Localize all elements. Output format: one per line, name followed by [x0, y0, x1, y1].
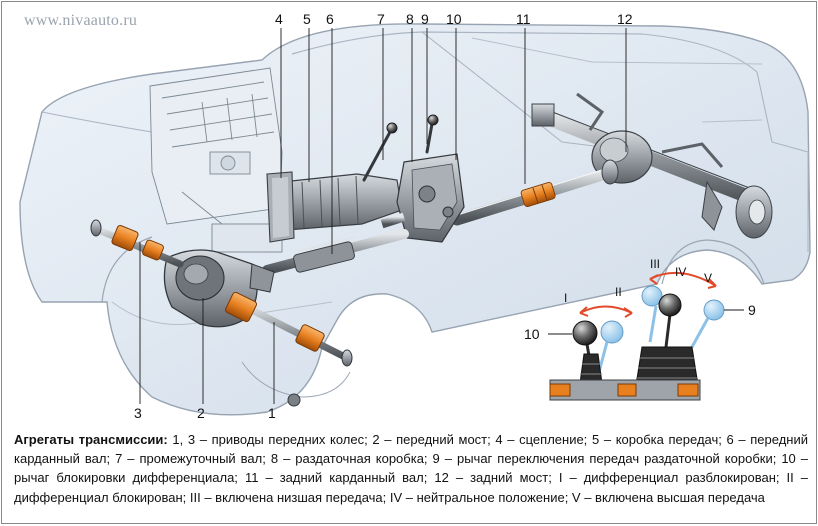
callout-1: 1	[268, 405, 276, 421]
engine-outline	[149, 67, 283, 253]
site-watermark: www.nivaauto.ru	[24, 12, 138, 29]
callout-11: 11	[516, 11, 531, 27]
callout-5: 5	[303, 11, 311, 27]
lever10-knob	[572, 320, 598, 346]
lever-position-inset	[548, 271, 744, 401]
inset-label-IV: IV	[675, 265, 687, 279]
lever9-knob	[658, 293, 682, 317]
callout-12: 12	[617, 11, 633, 27]
rear-propeller-shaft	[451, 159, 619, 226]
callout-6: 6	[326, 11, 334, 27]
figure-caption: Агрегаты трансмиссии: 1, 3 – приводы пер…	[14, 430, 808, 507]
front-right-drive	[225, 291, 353, 367]
lever10-ghost-knob	[600, 320, 624, 344]
inset-label-lever-9: 9	[748, 302, 756, 318]
caption-body: 1, 3 – приводы передних колес; 2 – перед…	[14, 432, 808, 505]
callout-8: 8	[406, 11, 414, 27]
rear-axle	[530, 92, 773, 239]
inset-label-V: V	[704, 271, 713, 285]
gearbox	[266, 171, 403, 243]
inset-label-I: I	[564, 291, 568, 305]
lever9-ghost-knob-low	[641, 285, 663, 307]
arc-arrow-I-II	[579, 305, 633, 314]
callout-10: 10	[446, 11, 462, 27]
inset-label-lever-10: 10	[524, 326, 540, 342]
leader-lines	[139, 28, 627, 404]
front-propeller-shaft	[262, 229, 409, 275]
steering-part	[287, 393, 301, 407]
rear-hub	[701, 180, 773, 239]
callout-7: 7	[377, 11, 385, 27]
callout-9: 9	[421, 11, 429, 27]
caption-title: Агрегаты трансмиссии:	[14, 432, 168, 447]
lever9-ghost-knob-high	[703, 299, 725, 321]
callout-4: 4	[275, 11, 283, 27]
transfer-case	[380, 153, 465, 243]
callout-2: 2	[197, 405, 205, 421]
gear-levers	[362, 114, 439, 182]
front-left-drive	[90, 219, 184, 268]
inset-label-III: III	[650, 257, 661, 271]
callout-3: 3	[134, 405, 142, 421]
inset-label-II: II	[615, 285, 622, 299]
